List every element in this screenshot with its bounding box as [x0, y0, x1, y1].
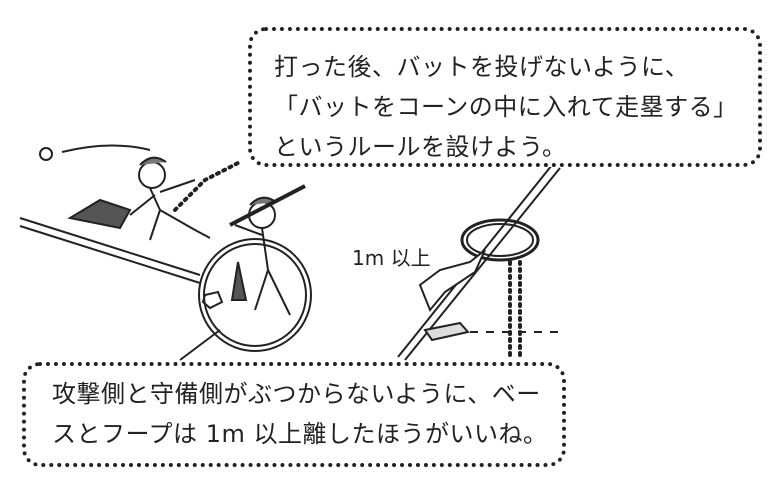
- runner: [129, 156, 211, 241]
- base-icon: [201, 290, 224, 310]
- bubble-line: 「バットをコーンの中に入れて走塁する」: [274, 93, 738, 121]
- distance-label: 1m 以上: [352, 242, 431, 271]
- batter: [229, 184, 306, 316]
- speech-bubble-distance: 攻撃側と守備側がぶつからないように、ベー スとフープは 1m 以上離したほうがい…: [22, 362, 566, 467]
- speech-bubble-rule: 打った後、バットを投げないように、 「バットをコーンの中に入れて走塁する」 とい…: [248, 27, 762, 167]
- ball: [39, 147, 53, 161]
- distance-arrow: [418, 249, 486, 312]
- bubble-line: 攻撃側と守備側がぶつからないように、ベー: [52, 380, 541, 408]
- base: [423, 321, 470, 342]
- hoop: [460, 218, 540, 262]
- cone-in-circle: [230, 261, 248, 301]
- cone: [67, 198, 132, 230]
- bubble-line: というルールを設けよう。: [274, 133, 567, 161]
- baseline-left: [19, 217, 201, 276]
- bubble-line: 打った後、バットを投げないように、: [274, 53, 690, 81]
- zoom-circle: [198, 238, 312, 352]
- bubble-line: スとフープは 1m 以上離したほうがいいね。: [52, 420, 548, 448]
